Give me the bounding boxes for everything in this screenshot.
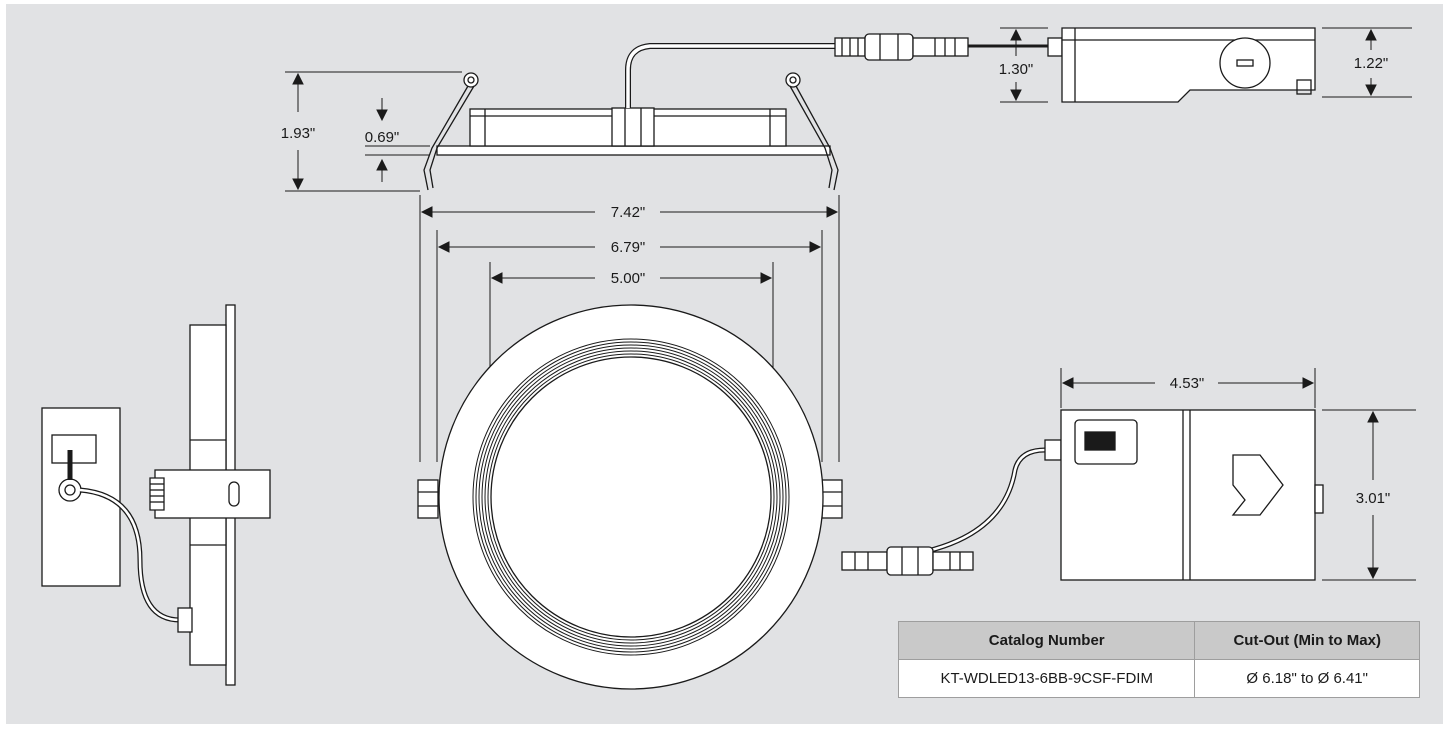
arrow-symbol (1231, 454, 1284, 516)
lens (490, 356, 772, 638)
side-spring-clip (154, 469, 271, 519)
table-header-row: Catalog Number Cut-Out (Min to Max) (897, 621, 1420, 660)
cell-catalog-number: KT-WDLED13-6BB-9CSF-FDIM (897, 659, 1196, 698)
side-view (41, 304, 271, 686)
top-trim-flange (436, 145, 831, 156)
left-tab (417, 479, 439, 519)
header-catalog-number: Catalog Number (897, 621, 1196, 660)
front-view (417, 304, 843, 690)
top-dimensions (285, 27, 1416, 581)
right-spring-clip (795, 85, 839, 191)
dim-top-height: 1.93" (281, 125, 316, 142)
spec-table: Catalog Number Cut-Out (Min to Max) KT-W… (897, 621, 1420, 698)
header-cut-out: Cut-Out (Min to Max) (1194, 621, 1420, 660)
dim-outer-span: 7.42" (611, 204, 646, 221)
left-spring-knob (463, 72, 479, 88)
left-spring-clip (423, 85, 469, 191)
dim-jbox-height: 3.01" (1356, 490, 1391, 507)
junction-box-view (841, 409, 1324, 581)
bottom-connector (841, 551, 888, 571)
table-row: KT-WDLED13-6BB-9CSF-FDIM Ø 6.18" to Ø 6.… (897, 659, 1420, 698)
top-view (423, 27, 1316, 191)
right-tab (821, 479, 843, 519)
cell-cut-out: Ø 6.18" to Ø 6.41" (1194, 659, 1420, 698)
driver-knob (1219, 37, 1271, 89)
dim-driver-height: 1.22" (1354, 55, 1389, 72)
right-spring-knob (785, 72, 801, 88)
dim-aperture: 5.00" (611, 270, 646, 287)
dim-connector-height: 1.30" (999, 61, 1034, 78)
dim-trim-diameter: 6.79" (611, 239, 646, 256)
dim-top-trim-height: 0.69" (365, 129, 400, 146)
dim-jbox-length: 4.53" (1170, 375, 1205, 392)
